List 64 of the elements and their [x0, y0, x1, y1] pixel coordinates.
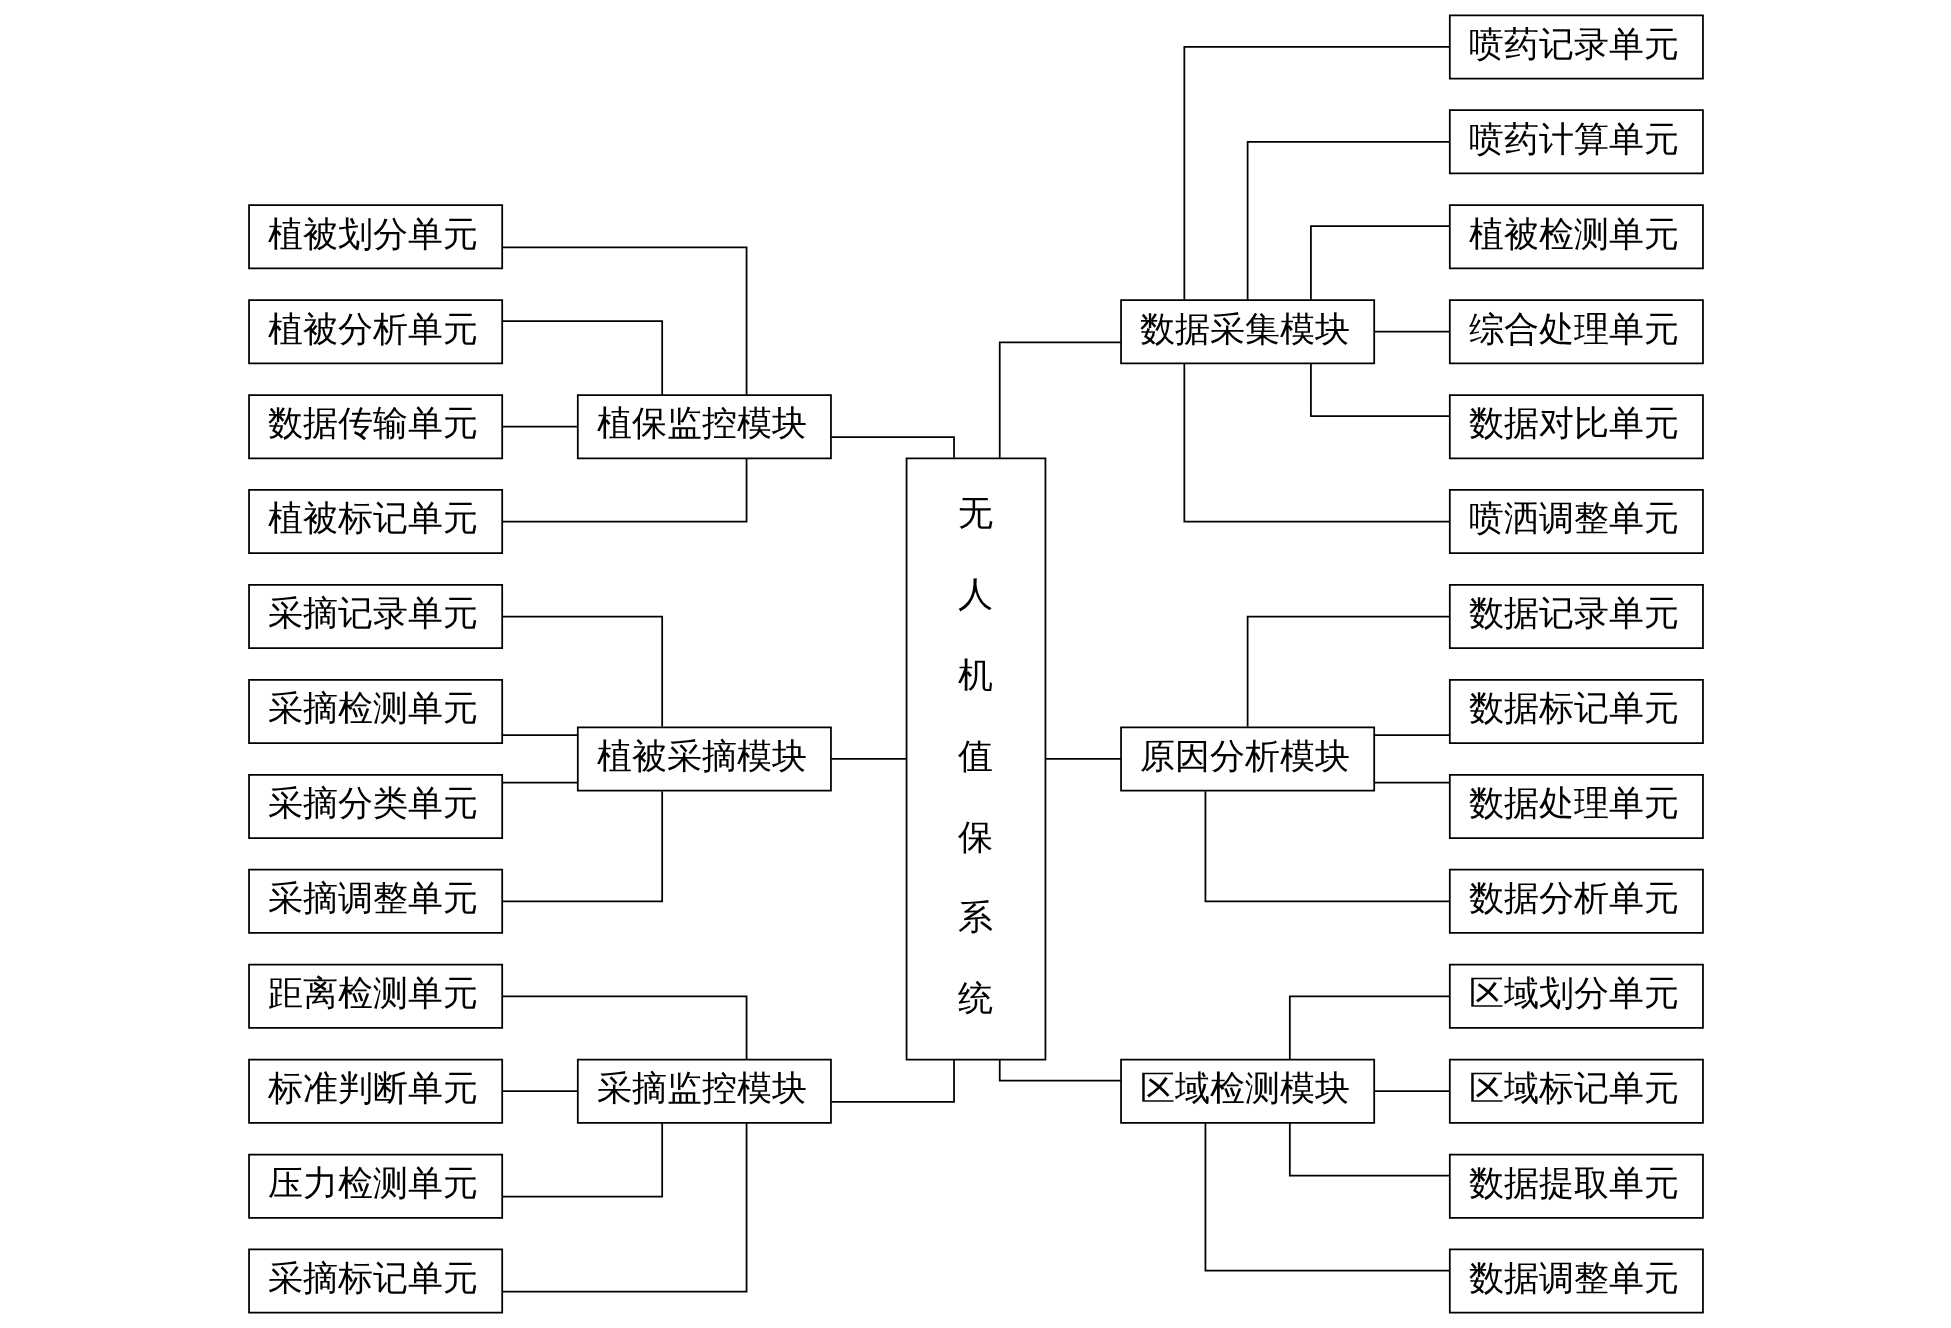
connector	[501, 790, 663, 903]
node-box: 植保监控模块	[576, 394, 832, 460]
node-box: 喷洒调整单元	[1448, 489, 1704, 555]
node-box: 植被检测单元	[1448, 204, 1704, 270]
node-box: 植被划分单元	[247, 204, 503, 270]
node-box: 区域标记单元	[1448, 1058, 1704, 1124]
node-box: 数据标记单元	[1448, 678, 1704, 744]
node-box: 数据处理单元	[1448, 773, 1704, 839]
node-box: 采摘标记单元	[247, 1248, 503, 1314]
connector	[998, 341, 1122, 459]
connector	[1182, 46, 1451, 301]
node-box: 采摘记录单元	[247, 584, 503, 650]
node-box: 采摘调整单元	[247, 868, 503, 934]
connector	[1204, 1122, 1451, 1272]
connector	[500, 1122, 747, 1293]
node-box: 原因分析模块	[1119, 726, 1375, 792]
connector	[1372, 734, 1450, 737]
node-box: 数据对比单元	[1448, 394, 1704, 460]
node-box: 区域划分单元	[1448, 963, 1704, 1029]
connector	[1246, 140, 1451, 301]
connector	[500, 995, 747, 1060]
connector	[500, 246, 747, 396]
connector	[830, 758, 907, 760]
connector	[1246, 615, 1451, 728]
node-box: 数据传输单元	[247, 394, 503, 460]
connector	[500, 425, 578, 428]
connector	[500, 457, 747, 523]
connector	[830, 436, 955, 459]
node-box: 采摘监控模块	[576, 1058, 832, 1124]
connector	[500, 734, 578, 737]
connector	[1309, 362, 1450, 417]
node-box: 数据调整单元	[1448, 1248, 1704, 1314]
node-box: 植被采摘模块	[576, 726, 832, 792]
connector	[830, 1058, 955, 1103]
node-box: 喷药记录单元	[1448, 14, 1704, 80]
node-box: 采摘检测单元	[247, 678, 503, 744]
connector	[1372, 330, 1450, 333]
node-box: 距离检测单元	[247, 963, 503, 1029]
connector	[1309, 225, 1450, 301]
connector	[1288, 995, 1450, 1060]
node-box: 数据提取单元	[1448, 1153, 1704, 1219]
connector	[1204, 790, 1451, 903]
connector	[501, 615, 663, 728]
node-box: 数据分析单元	[1448, 868, 1704, 934]
connector	[501, 1121, 663, 1198]
connector	[500, 1090, 578, 1093]
node-box: 无人机值保系统	[905, 457, 1046, 1061]
node-box: 综合处理单元	[1448, 299, 1704, 365]
node-box: 数据采集模块	[1119, 299, 1375, 365]
node-box: 区域检测模块	[1119, 1058, 1375, 1124]
connector	[500, 781, 578, 784]
connector	[1372, 1090, 1450, 1093]
connector	[1044, 758, 1122, 760]
node-box: 压力检测单元	[247, 1153, 503, 1219]
node-box: 标准判断单元	[247, 1058, 503, 1124]
node-box: 数据记录单元	[1448, 584, 1704, 650]
node-box: 采摘分类单元	[247, 773, 503, 839]
connector	[1182, 363, 1451, 523]
node-box: 植被分析单元	[247, 299, 503, 365]
connector	[1372, 781, 1450, 784]
connector	[501, 320, 663, 396]
node-box: 喷药计算单元	[1448, 109, 1704, 175]
connector	[1288, 1122, 1450, 1177]
node-box: 植被标记单元	[247, 489, 503, 555]
